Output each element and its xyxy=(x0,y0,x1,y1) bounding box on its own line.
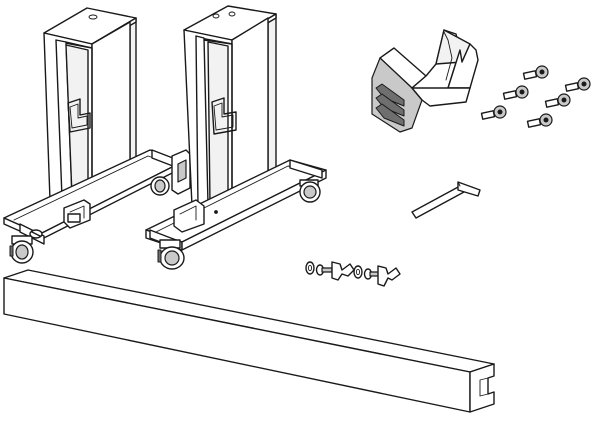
bolt-icon xyxy=(546,94,570,107)
bolt-icon xyxy=(528,114,552,127)
left-leg-adjuster xyxy=(30,230,42,238)
left-leg-rear-caster xyxy=(151,177,169,195)
right-leg-side-panel xyxy=(268,14,276,186)
right-leg-front-caster xyxy=(158,240,184,269)
paper-basket-holder xyxy=(372,30,478,132)
left-leg-side-panel xyxy=(130,18,136,180)
beam-icon xyxy=(4,270,494,412)
wing-bolt-sets xyxy=(306,262,400,286)
right-stand-leg xyxy=(146,6,326,269)
wing-bolt-icon xyxy=(354,266,400,286)
bolt-icon xyxy=(482,106,506,119)
left-leg-rear-bracket xyxy=(172,150,190,194)
bolt-icon xyxy=(524,66,548,79)
bolt-icon xyxy=(504,86,528,99)
right-leg-rear-caster xyxy=(300,180,320,202)
bolt-icon xyxy=(566,78,590,91)
allen-key-icon xyxy=(412,182,480,218)
hex-bolts xyxy=(482,66,590,127)
left-leg-front-caster xyxy=(10,236,33,263)
wing-bolt-icon xyxy=(306,262,354,280)
